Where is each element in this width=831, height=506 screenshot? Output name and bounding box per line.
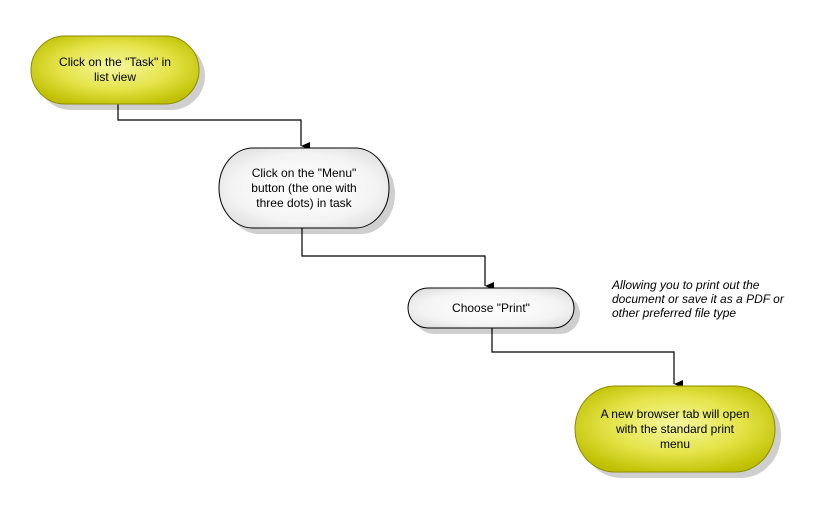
note-line: Allowing you to print out the: [612, 278, 760, 292]
node-menu-line: three dots) in task: [256, 195, 352, 210]
connector-start-to-menu: [117, 104, 310, 150]
note-line: other preferred file type: [612, 306, 737, 320]
node-menu-shape: [218, 147, 390, 229]
node-start-shape: [30, 35, 200, 105]
node-menu-line: Click on the "Menu": [251, 165, 357, 180]
node-print-shape: [407, 287, 575, 329]
node-end-shape: [574, 385, 776, 473]
node-start-line: Click on the "Task" in: [59, 55, 171, 69]
node-menu-label: Click on the "Menu" button (the one with…: [219, 148, 389, 228]
node-print-line: Choose "Print": [452, 300, 530, 315]
connector-menu-to-print: [301, 228, 494, 290]
node-end-line: menu: [659, 436, 691, 451]
note-line: document or save it as a PDF or: [612, 292, 784, 306]
node-end-label: A new browser tab will open with the sta…: [575, 386, 775, 472]
connector-print-to-end: [491, 328, 683, 388]
node-end-line: A new browser tab will open: [600, 406, 750, 421]
node-start-label: Click on the "Task" in list view: [31, 36, 199, 104]
node-start-line: list view: [93, 70, 136, 84]
node-menu-line: button (the one with: [251, 180, 357, 195]
node-end-line: with the standard print: [615, 421, 735, 436]
node-print-label: Choose "Print": [408, 288, 574, 328]
annotation-note: Allowing you to print out the document o…: [612, 278, 812, 320]
